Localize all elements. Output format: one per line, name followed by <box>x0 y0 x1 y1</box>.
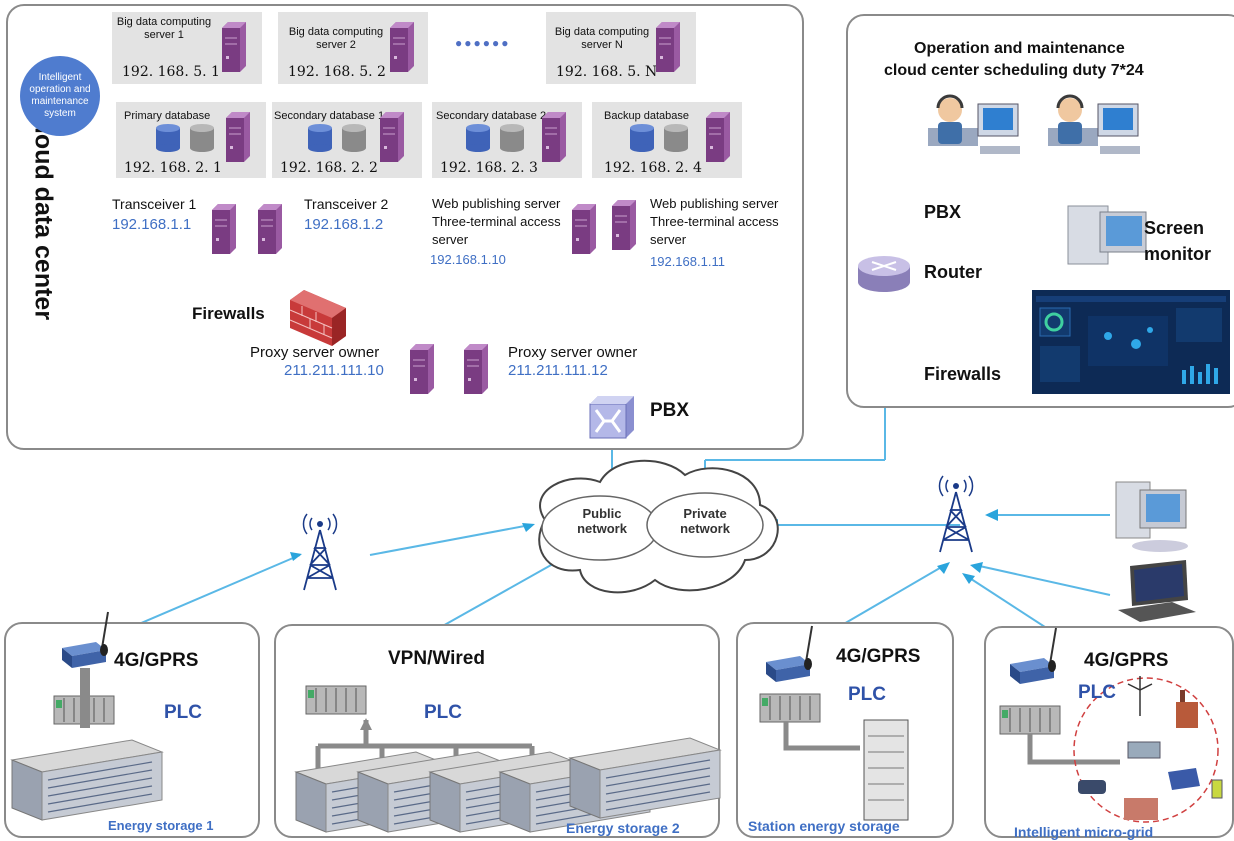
site3-caption: Station energy storage <box>748 818 900 834</box>
site3-plc-label: PLC <box>848 684 886 705</box>
private-network-label: Private network <box>680 506 730 536</box>
public-network-label: Public network <box>577 506 627 536</box>
primary-database-ip: 192. 168. 2. 1 <box>124 160 222 176</box>
ops-center-title-line2: cloud center scheduling duty 7*24 <box>884 62 1144 79</box>
backup-database-ip: 192. 168. 2. 4 <box>604 160 702 176</box>
site4-plc-label: PLC <box>1078 682 1116 703</box>
proxy-server-1-ip: 211.211.111.10 <box>284 362 384 379</box>
web-server-1-ip: 192.168.1.10 <box>430 252 506 267</box>
microgrid-hub-icon <box>1127 741 1161 759</box>
proxy-server-2-ip: 211.211.111.12 <box>508 362 608 379</box>
big-data-server-1-label: Big data computing server 1 <box>116 16 212 41</box>
web-server-2-line1: Web publishing server <box>650 196 779 211</box>
site4-comm-label: 4G/GPRS <box>1084 650 1169 671</box>
big-data-server-1-ip: 192. 168. 5. 1 <box>122 64 220 80</box>
ev-car-icon <box>1078 780 1106 794</box>
operator-1-icon <box>928 94 1020 154</box>
site3-rack-icon <box>863 719 909 821</box>
ops-system-badge-label: Intelligent operation and maintenance sy… <box>29 72 91 119</box>
big-data-server-n-label: Big data computing server N <box>554 26 650 51</box>
servers-ellipsis: ●●●●●● <box>455 36 511 50</box>
battery-icon <box>1211 779 1223 799</box>
cloud-firewalls-label: Firewalls <box>192 304 265 323</box>
web-server-1-line3: server <box>432 232 469 247</box>
wind-turbine-icon <box>1127 676 1153 716</box>
secondary-database-2-ip: 192. 168. 2. 3 <box>440 160 538 176</box>
ops-pbx-label: PBX <box>924 202 962 222</box>
site3-comm-label: 4G/GPRS <box>836 646 921 667</box>
transceiver-1-label: Transceiver 1 <box>112 196 197 212</box>
site1-link-bar <box>80 668 90 728</box>
big-data-server-n-ip: 192. 168. 5. N <box>556 64 658 80</box>
site1-plc-label: PLC <box>164 702 202 723</box>
laptop-icon <box>1118 560 1196 622</box>
ops-firewalls-label: Firewalls <box>924 364 1002 384</box>
site2-plc-label: PLC <box>424 702 462 723</box>
router-icon <box>858 256 910 292</box>
backup-database-label: Backup database <box>604 110 690 122</box>
network-cloud-icon <box>538 459 779 594</box>
site3-modem-icon <box>765 625 813 683</box>
cloud-pbx-label: PBX <box>650 400 690 421</box>
solar-panel-icon <box>1168 768 1200 790</box>
proxy-server-2-label: Proxy server owner <box>508 344 638 361</box>
desktop-pc-icon <box>1115 481 1188 552</box>
factory-icon <box>1176 690 1198 728</box>
site2-container-5-icon <box>569 737 721 819</box>
site4-modem-icon <box>1009 627 1057 685</box>
site2-plc-icon <box>305 685 367 715</box>
primary-database-label: Primary database <box>124 110 211 122</box>
transceiver-2-label: Transceiver 2 <box>304 196 389 212</box>
transceiver-2-ip: 192.168.1.2 <box>304 216 384 233</box>
site1-comm-label: 4G/GPRS <box>114 650 199 671</box>
ops-system-badge: Intelligent operation and maintenance sy… <box>20 56 100 136</box>
site1-modem-icon <box>61 611 109 669</box>
web-server-1-line2: Three-terminal access <box>432 214 561 229</box>
screen-monitor-label-line2: monitor <box>1144 244 1211 264</box>
site1-container-icon <box>11 739 163 821</box>
site2-comm-label: VPN/Wired <box>388 648 485 669</box>
web-server-2-line3: server <box>650 232 687 247</box>
ops-center-title-line1: Operation and maintenance <box>914 40 1125 57</box>
secondary-database-1-ip: 192. 168. 2. 2 <box>280 160 378 176</box>
site2-caption: Energy storage 2 <box>566 820 680 836</box>
web-server-2-line2: Three-terminal access <box>650 214 779 229</box>
transceiver-1-ip: 192.168.1.1 <box>112 216 192 233</box>
ops-router-label: Router <box>924 262 982 282</box>
microgrid-ring <box>1073 677 1219 823</box>
web-server-2-ip: 192.168.1.11 <box>650 254 725 269</box>
site-station-energy-storage <box>736 622 954 838</box>
web-server-1-line1: Web publishing server <box>432 196 561 211</box>
big-data-server-2-label: Big data computing server 2 <box>288 26 384 51</box>
operator-2-icon <box>1048 94 1140 154</box>
secondary-database-2-label: Secondary database 2 <box>436 110 547 122</box>
site3-plc-icon <box>759 693 821 723</box>
big-data-server-2-ip: 192. 168. 5. 2 <box>288 64 386 80</box>
dashboard-screen-icon <box>1032 290 1230 394</box>
proxy-server-1-label: Proxy server owner <box>250 344 380 361</box>
site4-plc-icon <box>999 705 1061 735</box>
site4-caption: Intelligent micro-grid <box>1014 824 1154 840</box>
secondary-database-1-label: Secondary database 1 <box>274 110 385 122</box>
site1-caption: Energy storage 1 <box>108 818 214 833</box>
monitor-computer-icon <box>1067 205 1147 265</box>
building-icon <box>1124 798 1158 820</box>
screen-monitor-label-line1: Screen <box>1144 218 1205 238</box>
